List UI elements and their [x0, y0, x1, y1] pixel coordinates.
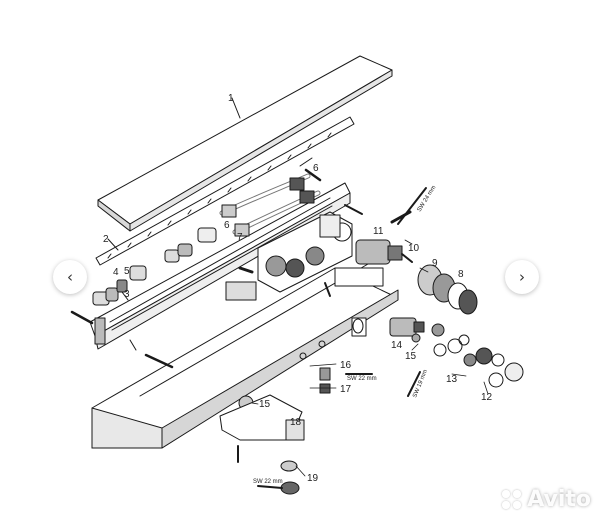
label-18: 18 [290, 417, 302, 428]
label-6b: 6 [224, 220, 230, 231]
valve-block [225, 211, 353, 301]
avito-dots-icon [502, 490, 522, 509]
spout-outlet [219, 394, 305, 441]
wrench-label-sw24: SW 24 mm [417, 185, 438, 213]
chevron-right-icon: › [519, 268, 525, 286]
label-5: 5 [124, 266, 130, 277]
label-3: 3 [124, 289, 130, 300]
previous-image-button[interactable]: ‹ [53, 260, 87, 294]
avito-watermark: Avito [502, 487, 591, 512]
label-2: 2 [103, 234, 109, 245]
label-11: 11 [373, 226, 384, 237]
label-10: 10 [408, 243, 420, 254]
label-15a: 15 [405, 351, 417, 362]
label-16: 16 [340, 360, 352, 371]
chevron-left-icon: ‹ [67, 268, 73, 286]
seal-strip [95, 116, 355, 266]
inlet-connectors [70, 227, 217, 325]
mounting-rail [89, 182, 351, 350]
control-knobs [417, 264, 478, 315]
main-housing [91, 263, 399, 449]
seal-rings [433, 334, 524, 388]
label-19: 19 [307, 473, 319, 484]
label-4: 4 [113, 267, 119, 278]
label-7: 7 [237, 232, 243, 243]
label-14: 14 [391, 340, 403, 351]
leader-lines [251, 239, 489, 477]
wrench-label-sw22a: SW 22 mm [347, 376, 377, 382]
label-9: 9 [432, 258, 438, 269]
label-13: 13 [446, 374, 458, 385]
label-6a: 6 [313, 163, 319, 174]
flex-hoses [219, 157, 322, 237]
bottom-fittings [237, 445, 300, 495]
label-12: 12 [481, 392, 493, 403]
label-8: 8 [458, 269, 464, 280]
label-17: 17 [340, 384, 352, 395]
diverter-cartridge [389, 317, 445, 337]
label-1: 1 [228, 93, 234, 104]
watermark-text: Avito [527, 487, 591, 512]
next-image-button[interactable]: › [505, 260, 539, 294]
wrench-label-sw22b: SW 22 mm [253, 479, 283, 485]
wrench-icons [257, 187, 427, 489]
label-15b: 15 [259, 399, 271, 410]
glass-cover-plate [97, 55, 393, 232]
